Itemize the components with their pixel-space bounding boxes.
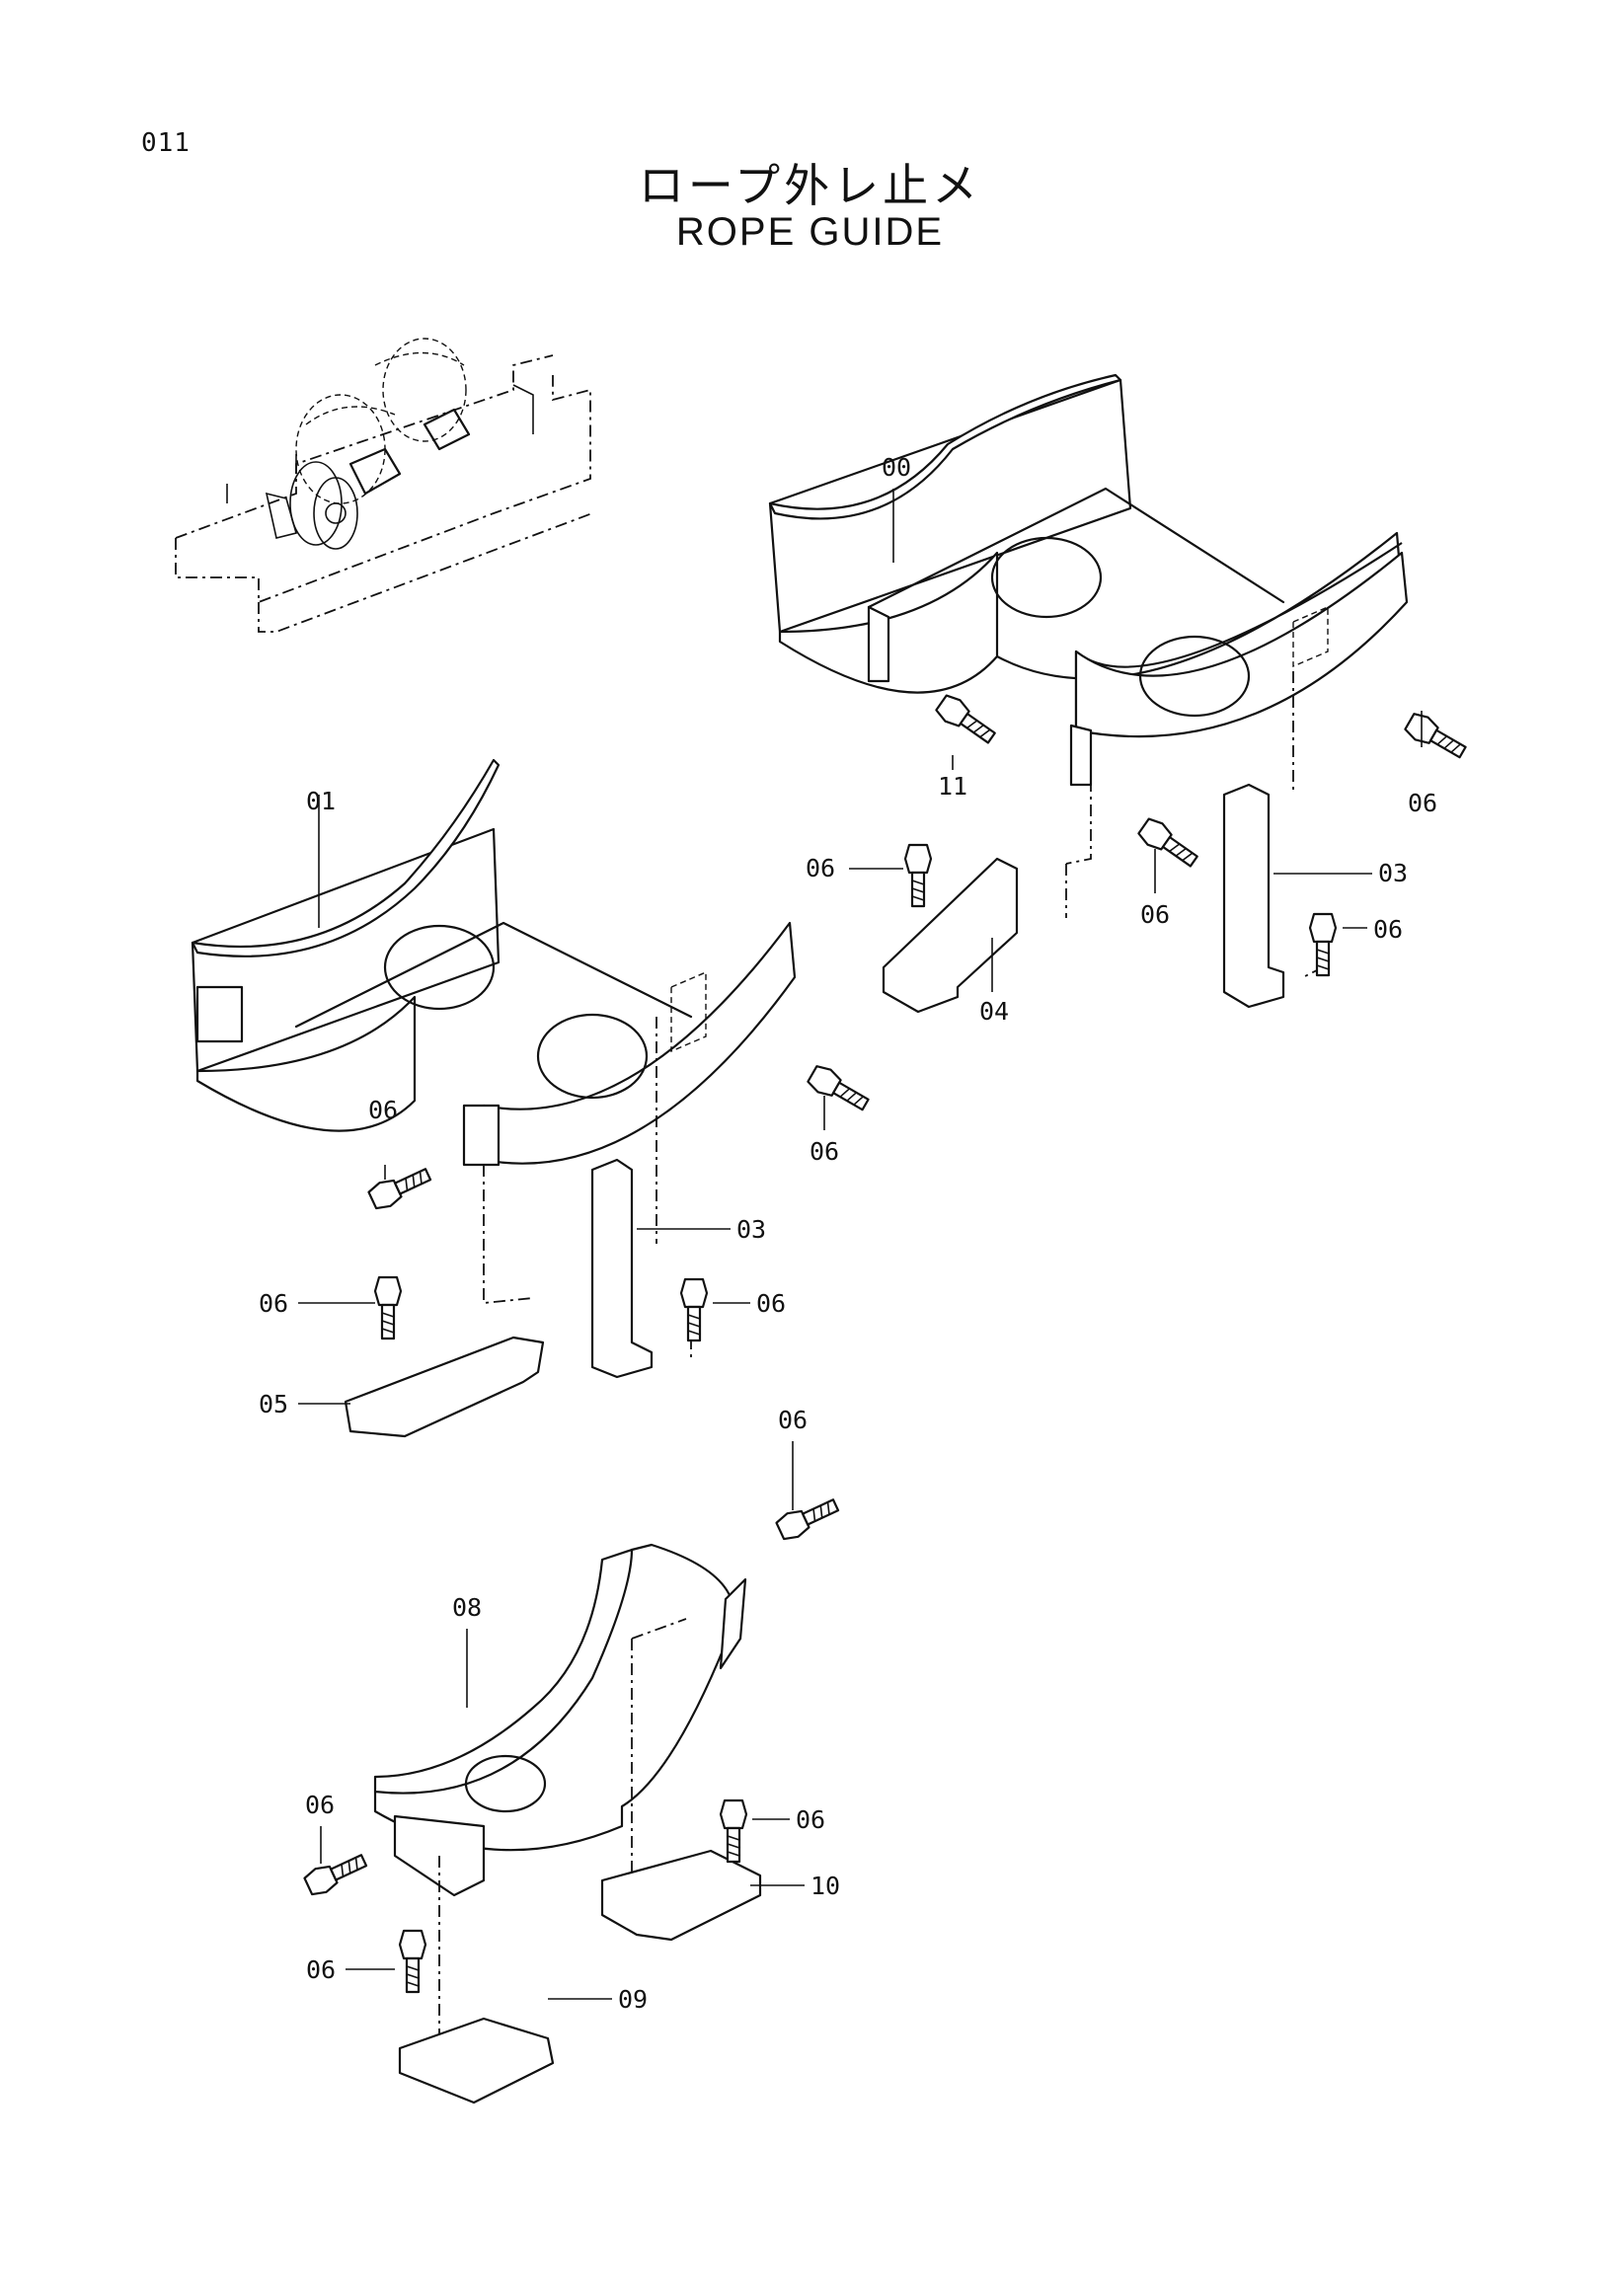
bolt-icon [932,691,1000,750]
rope-guide-lower [373,1543,747,1897]
bolt-icon [1402,709,1471,765]
label-part-06: 06 [806,854,835,882]
label-part-06: 06 [796,1805,825,1834]
label-part-01: 01 [306,787,336,815]
bolt-icon [679,1277,709,1342]
bolt-icon [373,1275,403,1340]
label-part-04: 04 [979,997,1009,1026]
bolt-icon [773,1492,843,1544]
label-part-08: 08 [452,1593,482,1622]
title-english: ROPE GUIDE [675,210,945,254]
page-number: 011 [141,128,191,158]
label-part-06: 06 [778,1406,808,1434]
bolt-icon [1134,814,1202,874]
rope-guide-middle [191,758,797,1167]
label-part-06: 06 [756,1289,786,1318]
bolt-icon [301,1847,371,1899]
bolt-icon [1308,912,1338,977]
title-japanese: ロープ外レ止メ [638,159,982,212]
label-part-06: 06 [368,1096,398,1124]
label-part-06: 06 [305,1791,335,1819]
label-part-00: 00 [882,453,911,482]
bracket-03-middle [590,1158,654,1379]
label-part-06: 06 [1140,900,1170,929]
label-part-05: 05 [259,1390,288,1418]
label-part-09: 09 [618,1985,648,2014]
bolt-icon [398,1929,427,1994]
label-part-06: 06 [306,1955,336,1984]
bolt-icon [365,1161,435,1213]
label-part-06: 06 [810,1137,839,1166]
label-part-03: 03 [1378,859,1408,887]
bracket-03-upper [1222,783,1285,1009]
leader-lines [298,489,1423,2000]
label-part-03: 03 [736,1215,766,1244]
label-part-11: 11 [938,772,967,801]
bracket-05 [344,1336,545,1438]
bolt-icon [719,1799,748,1864]
bracket-04 [882,857,1019,1014]
location-overview [175,338,593,633]
label-part-06: 06 [1373,915,1403,944]
label-part-06: 06 [1408,789,1437,817]
label-part-06: 06 [259,1289,288,1318]
bracket-10 [600,1849,762,1942]
assembly-lines [438,671,1324,2033]
bolt-icon [903,843,933,908]
bracket-09 [398,2017,555,2105]
rope-guide-upper [768,373,1409,787]
label-part-10: 10 [810,1872,840,1900]
bolt-icon [805,1061,874,1117]
